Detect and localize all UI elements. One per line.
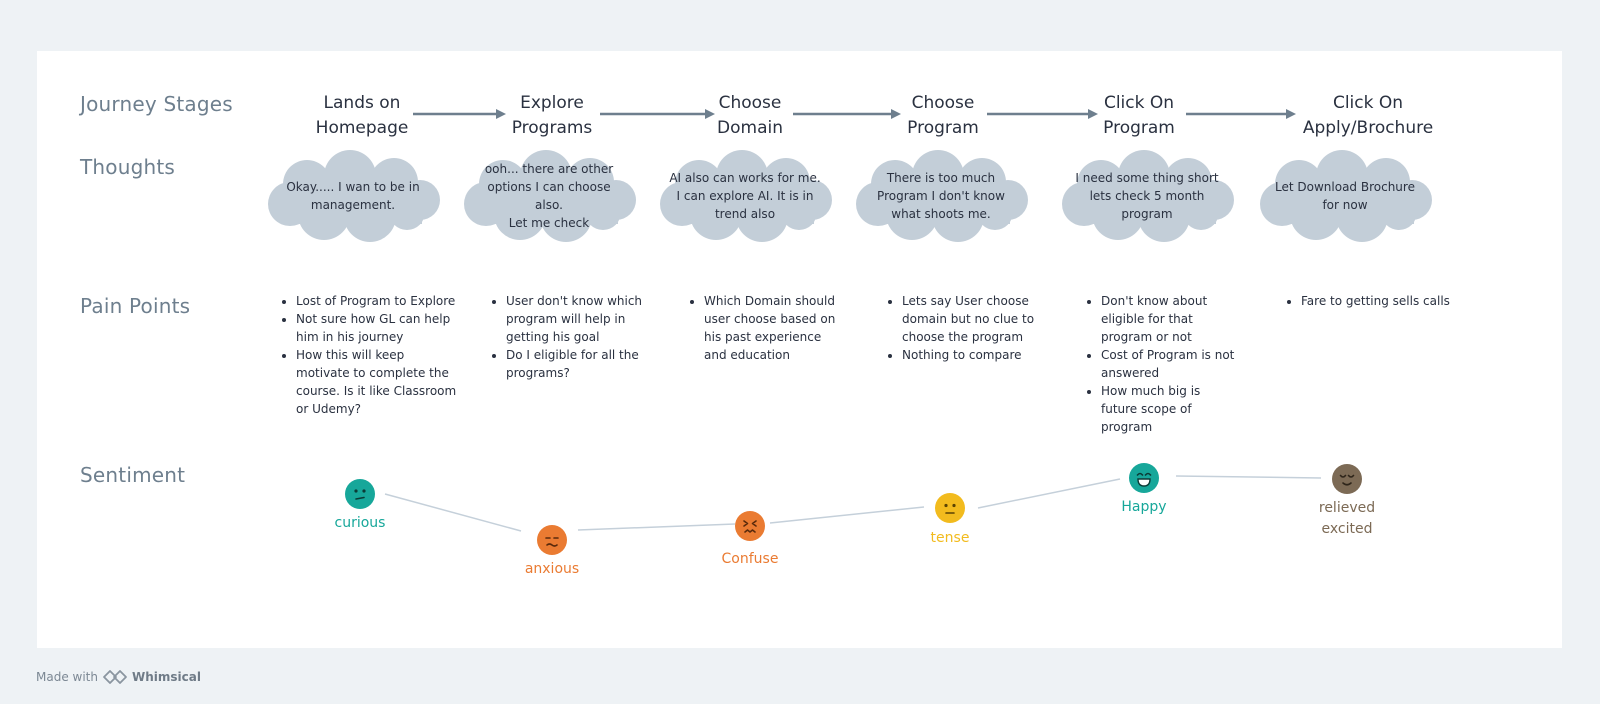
row-label-sentiment: Sentiment <box>80 463 186 487</box>
thought-2-line2: options I can choose also. <box>487 180 611 212</box>
row-label-thoughts: Thoughts <box>80 155 176 179</box>
thought-text-2: ooh... there are other options I can choo… <box>472 150 626 242</box>
thought-cloud-1: Okay..... I wan to be in management. <box>262 150 444 242</box>
pain-points-2: User don't know which program will help … <box>490 292 646 382</box>
whimsical-logo-icon <box>103 670 127 684</box>
thought-4-line2: Program I don't know <box>877 189 1005 203</box>
sentiment-label-anxious: anxious <box>524 561 580 577</box>
stage-4-line2: Program <box>907 118 979 138</box>
pain-point: Cost of Program is not answered <box>1101 346 1236 382</box>
stage-6-line2: Apply/Brochure <box>1302 118 1434 138</box>
thought-1-line1: Okay..... I wan to be in <box>286 180 420 194</box>
sentiment-label-happy: Happy <box>1121 499 1167 515</box>
thought-2-line3: Let me check <box>508 216 590 230</box>
whimsical-brand: Whimsical <box>131 670 201 684</box>
journey-map-board <box>37 51 1562 648</box>
stage-1: Lands on Homepage <box>282 91 442 141</box>
pain-point: Not sure how GL can help him in his jour… <box>296 310 461 346</box>
pain-point: Nothing to compare <box>902 346 1052 364</box>
sentiment-label-relieved-excited: relieved excited <box>1287 498 1407 540</box>
thought-cloud-2: ooh... there are other options I can choo… <box>458 150 640 242</box>
made-with-footer[interactable]: Made with Whimsical <box>36 669 201 685</box>
thought-3-line1: AI also can works for me. <box>669 171 821 185</box>
thought-5-line1: I need some thing short <box>1075 171 1219 185</box>
stage-5-line2: Program <box>1103 118 1175 138</box>
thought-cloud-3: AI also can works for me. I can explore A… <box>654 150 836 242</box>
stage-6-line1: Click On <box>1332 93 1404 113</box>
thought-6-line2: for now <box>1322 198 1368 212</box>
thought-text-3: AI also can works for me. I can explore A… <box>668 150 822 242</box>
stage-1-line1: Lands on <box>323 93 401 113</box>
pain-point: Don't know about eligible for that progr… <box>1101 292 1236 346</box>
made-with-text: Made with <box>36 670 98 684</box>
happy-face-icon <box>1129 463 1159 493</box>
anxious-face-icon <box>537 525 567 555</box>
sentiment-label-tense: tense <box>930 530 970 546</box>
pain-point: Fare to getting sells calls <box>1301 292 1451 310</box>
stage-6: Click On Apply/Brochure <box>1288 91 1448 141</box>
thought-4-line1: There is too much <box>886 171 996 185</box>
cloud-shape <box>660 150 832 242</box>
sentiment-label-confuse: Confuse <box>721 551 779 567</box>
stage-5: Click On Program <box>1059 91 1219 141</box>
cloud-shape <box>1260 150 1432 242</box>
thought-text-5: I need some thing short lets check 5 mont… <box>1070 150 1224 242</box>
curious-face-icon <box>345 479 375 509</box>
pain-points-3: Which Domain should user choose based on… <box>688 292 844 364</box>
row-label-journey-stages: Journey Stages <box>80 92 233 116</box>
thought-1-line2: management. <box>310 198 396 212</box>
stage-3-line2: Domain <box>717 118 783 138</box>
thought-2-line1: ooh... there are other <box>484 162 614 176</box>
relieved-face-icon <box>1332 464 1362 494</box>
stage-4-line1: Choose <box>911 93 975 113</box>
stage-5-line1: Click On <box>1103 93 1175 113</box>
thought-4-line3: what shoots me. <box>891 207 991 221</box>
stage-2-line2: Programs <box>511 118 593 138</box>
pain-points-1: Lost of Program to Explore Not sure how … <box>280 292 461 418</box>
stage-3-line1: Choose <box>718 93 782 113</box>
sentiment-label-relieved: relieved <box>1318 500 1376 516</box>
pain-points-4: Lets say User choose domain but no clue … <box>886 292 1052 364</box>
pain-point: Which Domain should user choose based on… <box>704 292 844 364</box>
pain-point: Do I eligible for all the programs? <box>506 346 646 382</box>
confused-face-icon <box>735 511 765 541</box>
pain-point: User don't know which program will help … <box>506 292 646 346</box>
pain-point: How much big is future scope of program <box>1101 382 1236 436</box>
thought-cloud-5: I need some thing short lets check 5 mont… <box>1056 150 1238 242</box>
thought-5-line2: lets check 5 month <box>1089 189 1205 203</box>
cloud-shape <box>856 150 1028 242</box>
pain-points-5: Don't know about eligible for that progr… <box>1085 292 1236 436</box>
thought-text-6: Let Download Brochure for now <box>1268 150 1422 242</box>
thought-5-line3: program <box>1121 207 1173 221</box>
thought-3-line3: trend also <box>714 207 776 221</box>
tense-face-icon <box>935 493 965 523</box>
pain-points-6: Fare to getting sells calls <box>1285 292 1451 310</box>
thought-text-1: Okay..... I wan to be in management. <box>276 150 430 242</box>
pain-point: How this will keep motivate to complete … <box>296 346 461 418</box>
thought-cloud-6: Let Download Brochure for now <box>1254 150 1436 242</box>
stage-2-line1: Explore <box>520 93 584 113</box>
sentiment-label-excited: excited <box>1321 521 1373 537</box>
thought-6-line1: Let Download Brochure <box>1275 180 1415 194</box>
stage-1-line2: Homepage <box>315 118 409 138</box>
row-label-pain-points: Pain Points <box>80 294 191 318</box>
cloud-shape <box>268 150 440 242</box>
pain-point: Lets say User choose domain but no clue … <box>902 292 1052 346</box>
thought-3-line2: I can explore AI. It is in <box>676 189 814 203</box>
stage-arrows <box>413 109 1296 119</box>
cloud-shape <box>464 150 636 242</box>
pain-point: Lost of Program to Explore <box>296 292 461 310</box>
cloud-shape <box>1062 150 1234 242</box>
sentiment-label-curious: curious <box>334 515 386 531</box>
